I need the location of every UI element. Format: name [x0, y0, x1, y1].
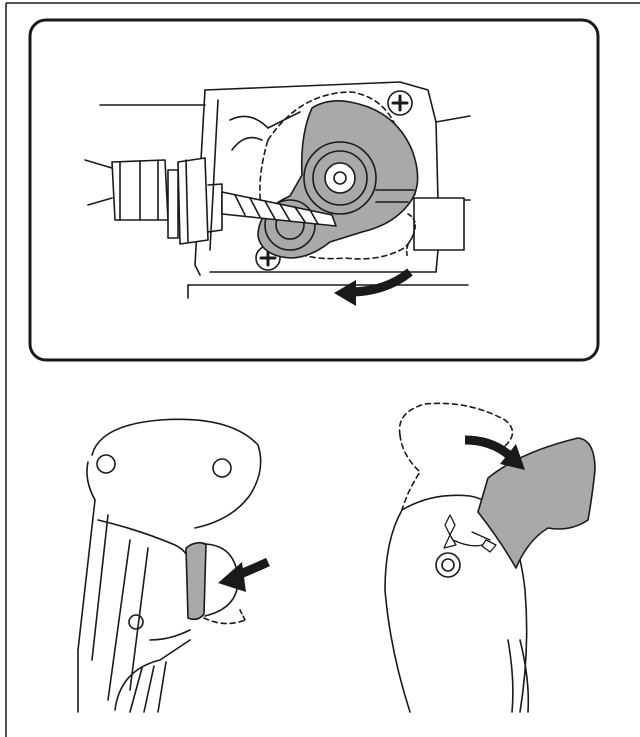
rotate-lever-arrow-icon [464, 435, 525, 470]
mechanism-drawing [84, 81, 471, 299]
rotate-arrow-icon [334, 268, 413, 306]
lever-panel [384, 402, 596, 713]
drill-bit [221, 191, 337, 227]
page-frame [5, 2, 640, 737]
screw-top-icon [387, 90, 413, 116]
push-arrow-icon [218, 557, 270, 592]
detail-inset-panel [28, 18, 600, 362]
dashed-lever-previous [398, 402, 514, 447]
trigger-button [185, 541, 207, 621]
lever-handle [477, 437, 596, 569]
trigger-handle-panel [77, 418, 262, 713]
